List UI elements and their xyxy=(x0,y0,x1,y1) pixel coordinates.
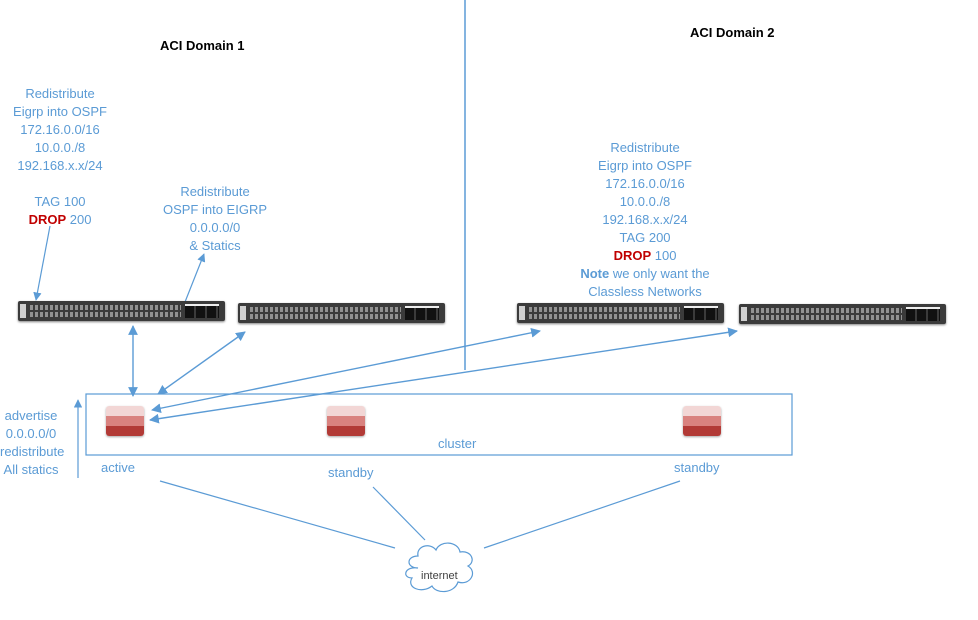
text-line: Redistribute xyxy=(610,140,680,155)
sw4-active-link xyxy=(149,327,738,424)
switch-ear xyxy=(20,304,26,318)
switch-ear xyxy=(741,307,747,321)
domain2-eigrp-ospf-text: Redistribute Eigrp into OSPF 172.16.0.0/… xyxy=(560,139,730,301)
ospf-eigrp-arrow xyxy=(184,253,206,303)
tag-line: TAG 200 xyxy=(619,230,671,245)
standby2-internet-link xyxy=(483,480,681,549)
switch-domain1-a xyxy=(18,301,225,321)
domain1-ospf-eigrp-text: Redistribute OSPF into EIGRP 0.0.0.0/0 &… xyxy=(160,183,270,255)
text-line: 0.0.0.0/0 xyxy=(5,426,57,441)
switch-domain2-a xyxy=(517,303,724,323)
drop-word: DROP xyxy=(28,212,67,227)
text-line: 172.16.0.0/16 xyxy=(605,176,685,191)
drop-value: 200 xyxy=(66,212,92,227)
tag-line: TAG 100 xyxy=(34,194,86,209)
drop-value: 100 xyxy=(651,248,677,263)
firewall-standby-1-icon xyxy=(327,406,365,436)
text-line: Redistribute xyxy=(25,86,95,101)
sw3-active-link xyxy=(151,327,541,414)
active-internet-link xyxy=(159,480,396,549)
cluster-label: cluster xyxy=(438,436,477,451)
firewall-label-standby-2: standby xyxy=(674,460,720,475)
firewall-active-icon xyxy=(106,406,144,436)
text-line: & Statics xyxy=(189,238,241,253)
advertise-text: advertise 0.0.0.0/0 redistribute All sta… xyxy=(0,407,65,479)
text-line: Eigrp into OSPF xyxy=(598,158,692,173)
sw2-active-link xyxy=(157,331,246,395)
note-line-2: Classless Networks xyxy=(588,284,702,299)
text-line: 10.0.0./8 xyxy=(619,194,671,209)
switch-uplinks xyxy=(405,306,439,320)
switch-uplinks xyxy=(684,306,718,320)
text-line: 0.0.0.0/0 xyxy=(189,220,241,235)
text-line: 192.168.x.x/24 xyxy=(602,212,688,227)
firewall-label-standby-1: standby xyxy=(328,465,374,480)
text-line: 172.16.0.0/16 xyxy=(20,122,100,137)
domain2-title: ACI Domain 2 xyxy=(690,25,775,40)
note-rest: we only want the xyxy=(609,266,710,281)
drop-line: DROP 200 xyxy=(5,211,115,229)
text-line: 10.0.0./8 xyxy=(34,140,86,155)
switch-ports xyxy=(751,308,902,320)
text-line: redistribute xyxy=(0,444,65,459)
switch-domain1-b xyxy=(238,303,445,323)
switch-uplinks xyxy=(906,307,940,321)
switch-ports xyxy=(250,307,401,319)
text-line: advertise xyxy=(4,408,58,423)
text-line: 192.168.x.x/24 xyxy=(17,158,103,173)
domain1-title: ACI Domain 1 xyxy=(160,38,245,53)
text-line: OSPF into EIGRP xyxy=(162,202,268,217)
switch-domain2-b xyxy=(739,304,946,324)
domain1-eigrp-ospf-text: Redistribute Eigrp into OSPF 172.16.0.0/… xyxy=(5,85,115,229)
text-line: Eigrp into OSPF xyxy=(13,104,107,119)
switch-uplinks xyxy=(185,304,219,318)
note-word: Note xyxy=(580,266,610,281)
switch-ports xyxy=(529,307,680,319)
note-line: Note we only want the xyxy=(560,265,730,283)
firewall-standby-2-icon xyxy=(683,406,721,436)
switch-ports xyxy=(30,305,181,317)
switch-ear xyxy=(240,306,246,320)
text-line: All statics xyxy=(3,462,59,477)
internet-label: internet xyxy=(421,570,458,582)
firewall-label-active: active xyxy=(101,460,135,475)
standby1-internet-link xyxy=(372,486,426,541)
switch-ear xyxy=(519,306,525,320)
tag-arrow xyxy=(33,225,51,301)
text-line: Redistribute xyxy=(180,184,250,199)
internet-cloud-icon xyxy=(405,542,473,593)
drop-line: DROP 100 xyxy=(560,247,730,265)
drop-word: DROP xyxy=(613,248,652,263)
